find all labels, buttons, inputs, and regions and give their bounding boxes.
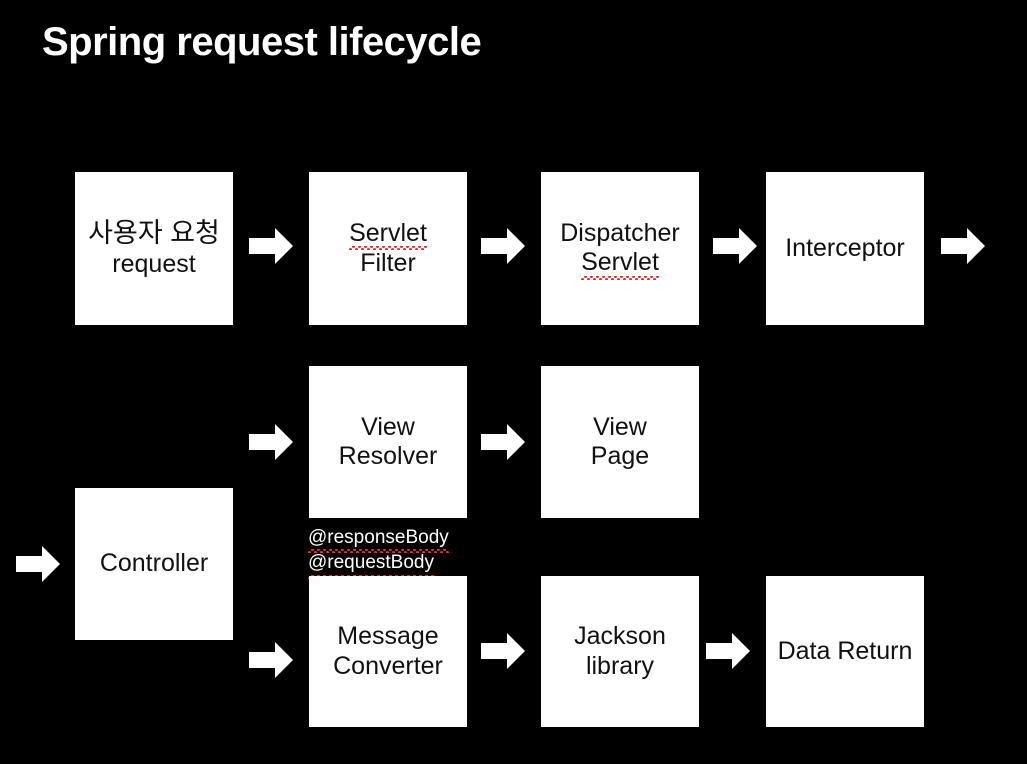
annotation-request-body: @requestBody	[308, 551, 449, 579]
arrow-dispatcher-servlet-to-interceptor	[713, 225, 757, 267]
node-user-request-line-2: request	[112, 249, 196, 278]
node-dispatcher-servlet-line-2: Servlet	[581, 248, 659, 279]
spellcheck-underline: Servlet	[581, 248, 659, 279]
node-interceptor[interactable]: Interceptor	[766, 172, 924, 325]
node-servlet-filter-line-1: Servlet	[349, 219, 427, 250]
node-view-page-line-1: View	[593, 412, 647, 441]
node-message-converter-line-2: Converter	[333, 651, 443, 680]
arrow-offscreen-to-controller	[16, 543, 60, 585]
arrow-controller-to-message-converter	[249, 639, 293, 681]
spellcheck-underline: @requestBody	[308, 551, 434, 579]
node-message-converter-line-1: Message	[337, 622, 439, 650]
spellcheck-underline: @responseBody	[308, 526, 449, 554]
arrow-controller-to-view-resolver	[249, 421, 293, 463]
node-interceptor-line-1: Interceptor	[785, 233, 905, 262]
node-servlet-filter[interactable]: Servlet Filter	[309, 172, 467, 325]
node-dispatcher-servlet[interactable]: Dispatcher Servlet	[541, 172, 699, 325]
arrow-jackson-library-to-data-return	[706, 630, 750, 672]
node-data-return[interactable]: Data Return	[766, 576, 924, 727]
node-data-return-line-1: Data Return	[777, 636, 913, 665]
node-view-resolver[interactable]: View Resolver	[309, 366, 467, 518]
arrow-interceptor-to-offscreen	[941, 225, 985, 267]
node-jackson-library-line-1: Jackson	[574, 622, 666, 650]
arrow-servlet-filter-to-dispatcher-servlet	[481, 225, 525, 267]
annotation-body-mappings: @responseBody @requestBody	[308, 526, 449, 579]
page-title: Spring request lifecycle	[42, 20, 482, 64]
node-view-page-line-2: Page	[590, 442, 650, 470]
node-servlet-filter-line-2: Filter	[360, 249, 416, 277]
node-controller[interactable]: Controller	[75, 488, 233, 640]
spellcheck-underline: Servlet	[349, 219, 427, 250]
node-user-request[interactable]: 사용자 요청 request	[75, 172, 233, 325]
node-jackson-library-line-2: library	[585, 651, 655, 680]
node-view-resolver-line-1: View	[361, 412, 415, 441]
node-user-request-line-1: 사용자 요청	[88, 217, 220, 248]
arrow-message-converter-to-jackson-library	[481, 630, 525, 672]
node-message-converter[interactable]: Message Converter	[309, 576, 467, 727]
arrow-user-request-to-servlet-filter	[249, 225, 293, 267]
node-jackson-library[interactable]: Jackson library	[541, 576, 699, 727]
node-view-page[interactable]: View Page	[541, 366, 699, 518]
annotation-response-body: @responseBody	[308, 526, 449, 554]
node-controller-line-1: Controller	[99, 549, 209, 578]
arrow-view-resolver-to-view-page	[481, 421, 525, 463]
node-view-resolver-line-2: Resolver	[338, 442, 438, 470]
node-dispatcher-servlet-line-1: Dispatcher	[560, 218, 680, 247]
